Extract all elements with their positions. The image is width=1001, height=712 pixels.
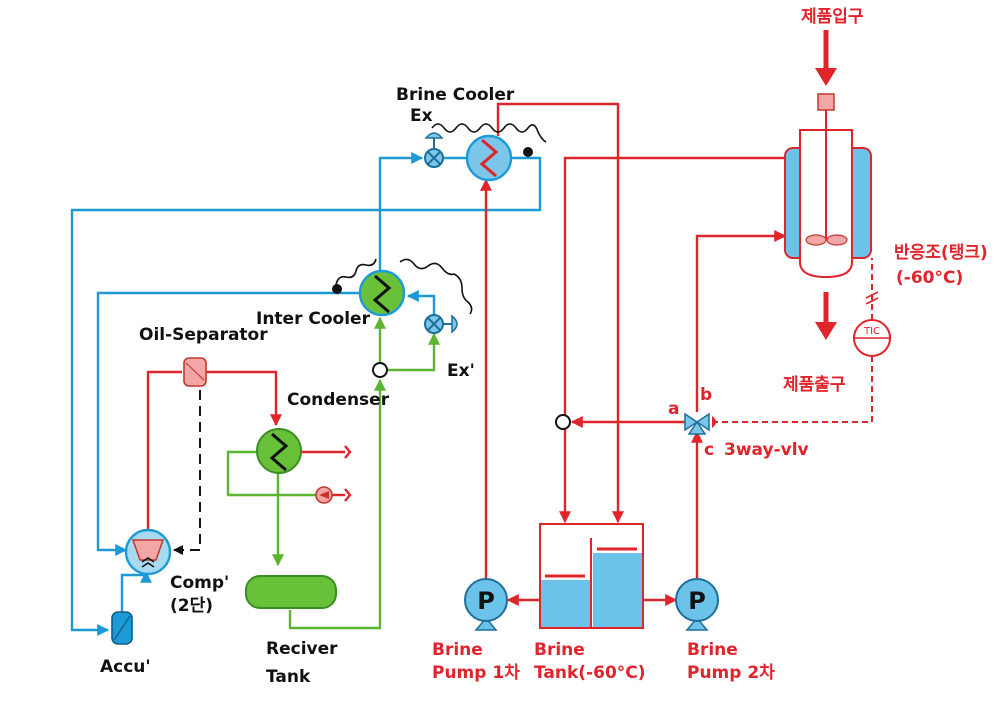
- reactor-label: 반응조(탱크): [894, 243, 988, 263]
- accumulator-label: Accu': [100, 657, 151, 677]
- reactor-tank: [784, 93, 872, 279]
- inter-cooler-label: Inter Cooler: [256, 309, 371, 329]
- tic-controller: [853, 319, 891, 357]
- receiver-tank-label: Tank: [266, 667, 311, 687]
- expansion-valve-ex: [424, 132, 444, 168]
- condenser-label: Condenser: [287, 390, 390, 410]
- three-way-valve-label: 3way-vlv: [724, 440, 809, 460]
- port-a-label: a: [668, 399, 679, 419]
- oil-return-line: [173, 390, 201, 555]
- pump1-stage-label: Pump 1차: [432, 663, 520, 683]
- pump1-symbol: P: [477, 587, 495, 615]
- brine-pump-1: [464, 578, 508, 631]
- port-c-label: c: [704, 440, 714, 460]
- brine-lines: [146, 30, 879, 606]
- pump2-label: Brine: [687, 640, 738, 660]
- ex-prime-label: Ex': [447, 361, 475, 381]
- pump2-stage-label: Pump 2차: [687, 663, 775, 683]
- liquid-lines: [226, 316, 440, 630]
- brine-cooler-label: Brine Cooler: [396, 85, 515, 105]
- oil-separator-label: Oil-Separator: [139, 325, 268, 345]
- brine-cooler: [465, 134, 513, 182]
- reactor-temp-label: (-60°C): [896, 268, 963, 288]
- brine-tank: [539, 523, 644, 629]
- pump1-label: Brine: [432, 640, 483, 660]
- cooling-water-pump: [315, 486, 333, 504]
- receiver-label: Reciver: [266, 639, 338, 659]
- condenser: [256, 428, 302, 474]
- port-b-label: b: [700, 385, 712, 405]
- ex-label: Ex: [410, 106, 433, 126]
- pump2-symbol: P: [688, 587, 706, 615]
- inter-cooler: [358, 269, 406, 317]
- compressor-stage-label: (2단): [170, 596, 213, 616]
- refrigerant-lines: [70, 152, 542, 636]
- three-way-valve: [684, 412, 716, 435]
- product-out-label: 제품출구: [783, 375, 846, 395]
- compressor: [124, 528, 172, 576]
- product-in-label: 제품입구: [801, 7, 864, 27]
- junction-node: [372, 362, 388, 378]
- oil-separator: [183, 357, 207, 387]
- brine-tank-temp-label: Tank(-60°C): [534, 663, 646, 683]
- brine-tank-label: Brine: [534, 640, 585, 660]
- tic-label: TIC: [863, 326, 880, 337]
- capillary-lines: [335, 123, 547, 315]
- compressor-label: Comp': [170, 573, 229, 593]
- brine-pump-2: [675, 578, 719, 631]
- expansion-valve-ex-prime: [424, 314, 458, 334]
- bypass-node: [555, 414, 571, 430]
- accumulator: [111, 611, 133, 645]
- receiver-tank: [245, 575, 337, 609]
